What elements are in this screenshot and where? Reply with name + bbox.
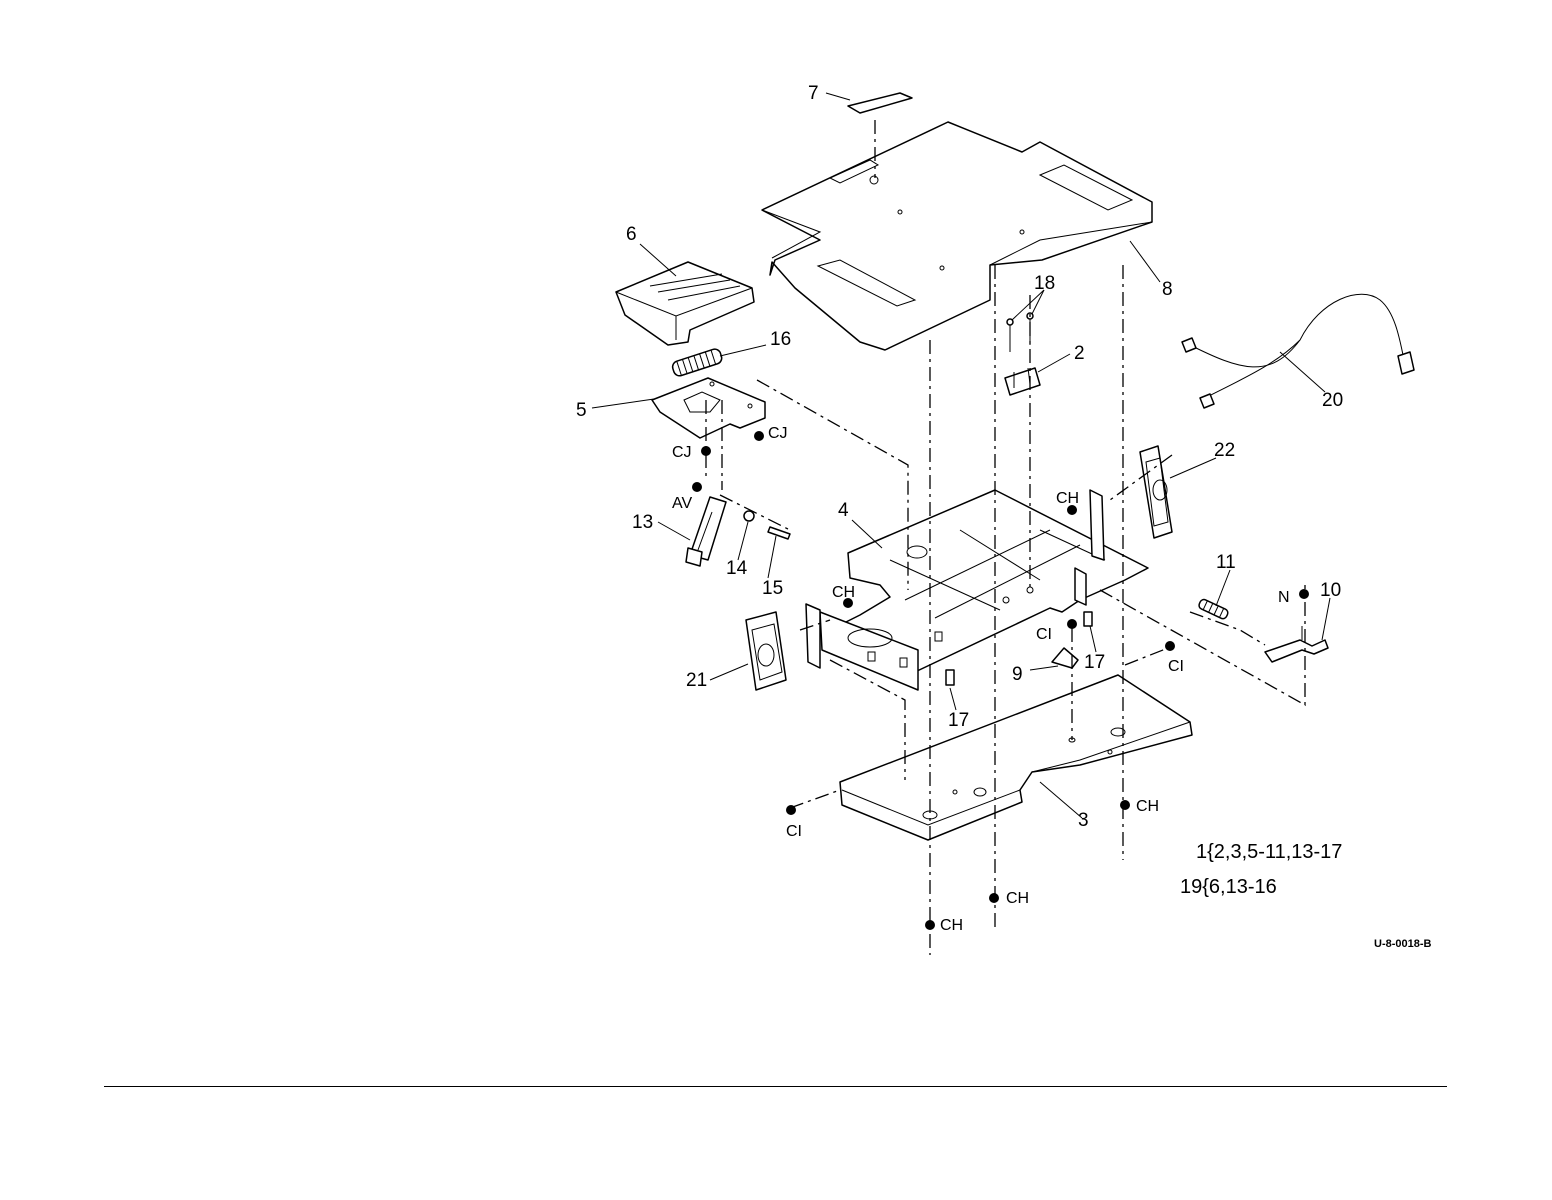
callout-22: 22	[1214, 440, 1235, 461]
fastener-ci-bottom-left: CI	[786, 823, 802, 840]
fastener-ch-left-bracket: CH	[832, 584, 855, 601]
figure-code: U-8-0018-B	[1374, 938, 1432, 950]
callout-15: 15	[762, 578, 783, 599]
callout-13: 13	[632, 512, 653, 533]
callout-4: 4	[838, 500, 849, 521]
callout-8: 8	[1162, 279, 1173, 300]
fastener-ch-right-bracket: CH	[1056, 490, 1079, 507]
part-9-clip	[1052, 648, 1078, 668]
fastener-n-latch: N	[1278, 589, 1290, 606]
part-17-spring-upper	[1084, 612, 1092, 626]
callout-21: 21	[686, 670, 707, 691]
fastener-ci-center: CI	[1036, 626, 1052, 643]
part-10-latch	[1265, 626, 1328, 662]
part-5-plate	[652, 378, 765, 438]
part-7-label	[848, 93, 912, 113]
footer-rule	[104, 1086, 1447, 1087]
part-6-block	[616, 262, 754, 345]
callout-17-upper: 17	[1084, 652, 1105, 673]
part-20-wire-harness	[1182, 294, 1414, 408]
callout-20: 20	[1322, 390, 1343, 411]
callout-10: 10	[1320, 580, 1341, 601]
callout-2: 2	[1074, 343, 1085, 364]
fastener-ch-base-bottom: CH	[940, 917, 963, 934]
part-21-side-bracket	[746, 604, 820, 690]
fastener-av: AV	[672, 495, 692, 512]
callout-3: 3	[1078, 810, 1089, 831]
legend-kit-19: 19{6,13-16	[1180, 876, 1277, 898]
part-17-spring-lower	[946, 670, 954, 685]
part-16-spring	[671, 348, 723, 378]
part-2-connector	[1005, 368, 1040, 395]
callout-11: 11	[1216, 552, 1236, 573]
fastener-ch-base-right: CH	[1136, 798, 1159, 815]
fastener-ci-right: CI	[1168, 658, 1184, 675]
fastener-cj-right: CJ	[768, 425, 788, 442]
callout-17-lower: 17	[948, 710, 969, 731]
part-14-spring	[744, 511, 754, 521]
kit-legend: 1{2,3,5-11,13-17 19{6,13-16	[1180, 841, 1342, 898]
callout-18: 18	[1034, 273, 1055, 294]
callout-6: 6	[626, 224, 637, 245]
callout-7: 7	[808, 83, 819, 104]
part-3-base-plate	[840, 675, 1192, 840]
part-8-top-cover	[762, 122, 1152, 350]
part-18-screws	[1007, 313, 1033, 352]
callout-14: 14	[726, 558, 748, 579]
callout-9: 9	[1012, 664, 1023, 685]
legend-kit-1: 1{2,3,5-11,13-17	[1196, 841, 1342, 863]
callout-16: 16	[770, 329, 791, 350]
fastener-ch-base-center: CH	[1006, 890, 1029, 907]
callout-5: 5	[576, 400, 587, 421]
fastener-cj-left: CJ	[672, 444, 692, 461]
